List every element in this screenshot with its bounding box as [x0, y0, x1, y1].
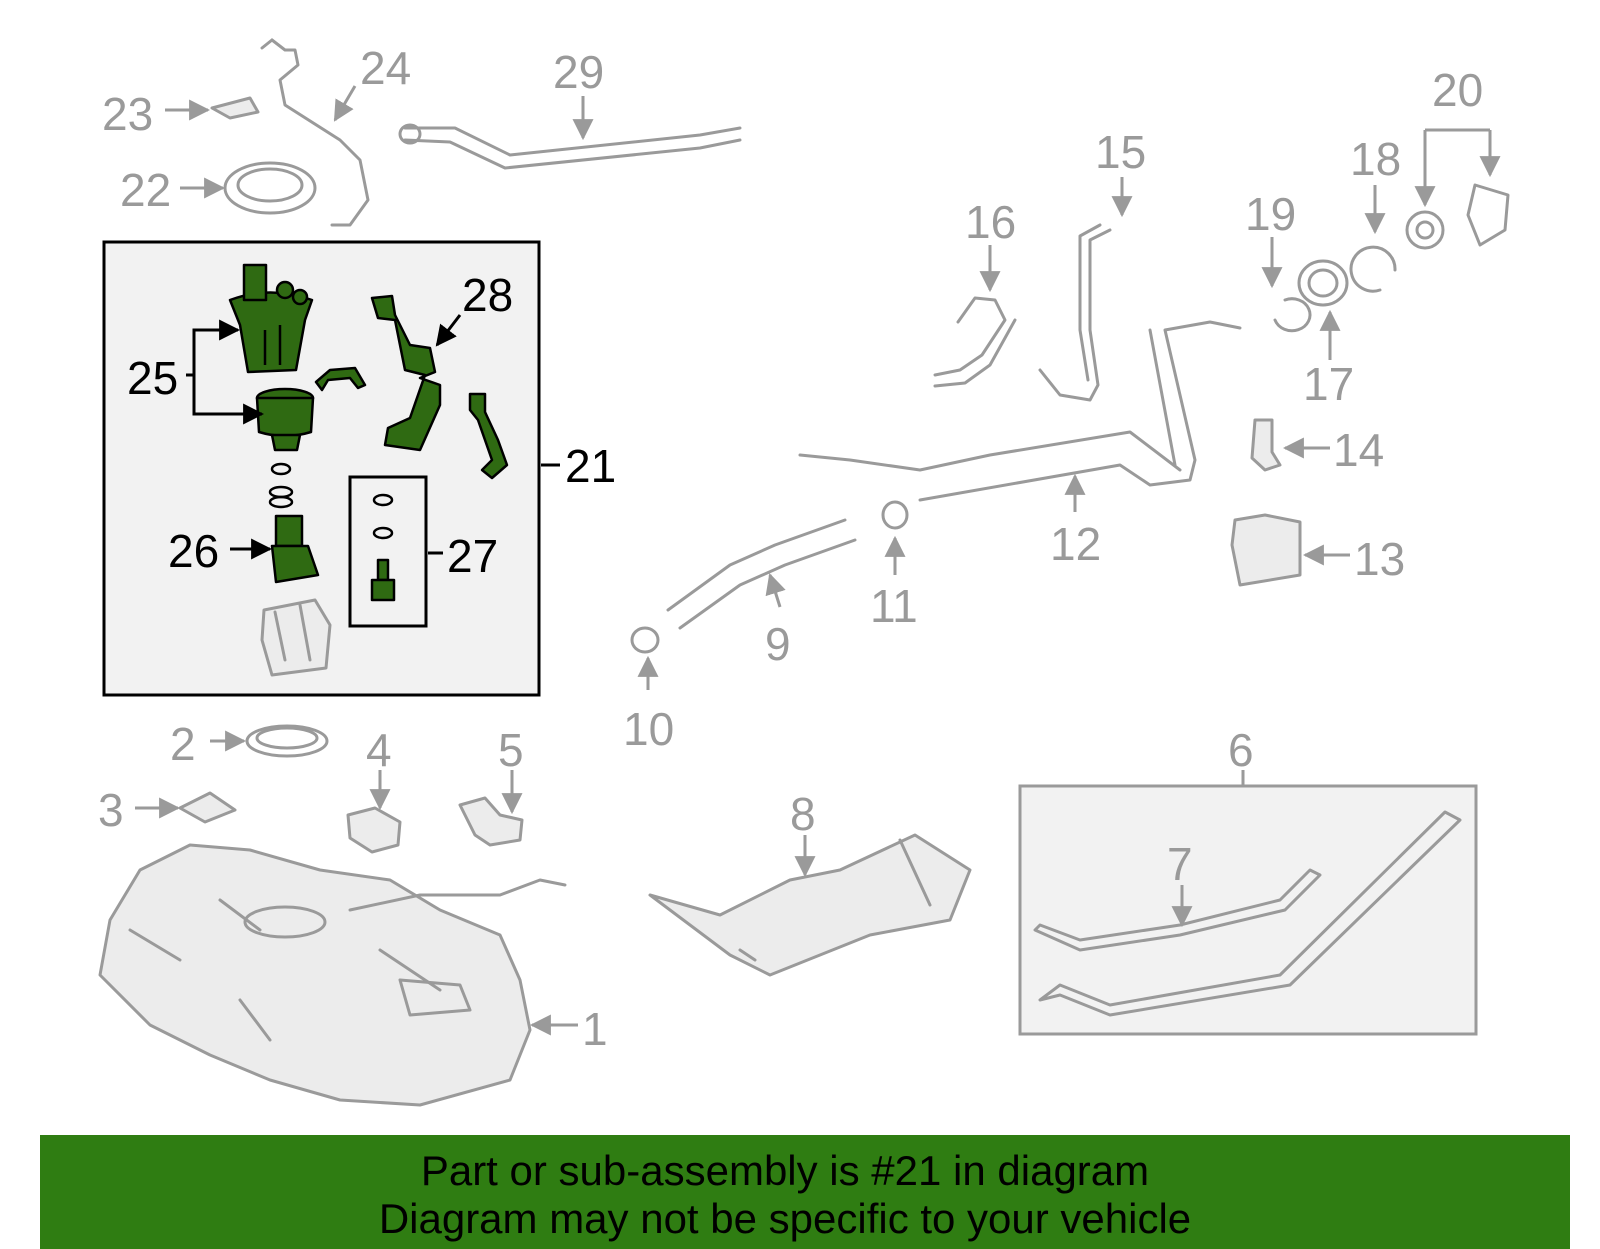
callout-9: 9 [765, 618, 791, 670]
callout-10: 10 [623, 703, 674, 755]
bracket-13 [1230, 513, 1302, 587]
fuel-pump-housing [228, 263, 314, 374]
callout-20: 20 [1432, 64, 1483, 116]
callout-23: 23 [102, 88, 153, 140]
callout-6: 6 [1228, 724, 1254, 776]
callout-12: 12 [1050, 518, 1101, 570]
callout-2: 2 [170, 718, 196, 770]
fuel-tank-1 [98, 843, 567, 1107]
callout-13: 13 [1354, 533, 1405, 585]
heat-shield-8 [648, 833, 972, 977]
filler-pipe-12 [798, 320, 1242, 502]
callout-5: 5 [498, 724, 524, 776]
callout-24: 24 [360, 42, 411, 94]
banner-line-2: Diagram may not be specific to your vehi… [378, 1195, 1192, 1242]
valve-14 [1250, 418, 1282, 472]
pad-3 [178, 791, 237, 824]
regulator-kit-27 [370, 493, 396, 602]
callout-9-leader [765, 572, 786, 608]
callout-28: 28 [462, 269, 513, 321]
clip-23 [210, 96, 260, 120]
fuel-pump-26 [270, 514, 320, 584]
strainer-basket [260, 598, 332, 677]
callout-26: 26 [168, 525, 219, 577]
fuel-filter [255, 387, 315, 452]
callout-29: 29 [553, 46, 604, 98]
callout-21: 21 [565, 440, 616, 492]
callout-25: 25 [127, 352, 178, 404]
connector-5 [458, 796, 524, 847]
wire-harness [468, 392, 509, 480]
retainer-ring-22 [223, 161, 317, 215]
clamp-19 [1273, 297, 1312, 333]
callout-19: 19 [1245, 188, 1296, 240]
callout-22: 22 [120, 164, 171, 216]
clamp-10 [630, 626, 660, 654]
strap-box-6 [1018, 784, 1478, 1036]
fuel-line-24 [260, 38, 370, 227]
callout-8: 8 [790, 788, 816, 840]
hose-15 [1038, 223, 1112, 402]
callout-18: 18 [1350, 133, 1401, 185]
vent-hose-29 [398, 123, 742, 170]
callout-1: 1 [582, 1003, 608, 1055]
connector-4 [346, 806, 402, 854]
callout-4: 4 [366, 724, 392, 776]
callout-28-leader [435, 314, 462, 347]
bracket-clip [314, 366, 367, 392]
callout-24-leader [333, 85, 357, 122]
callout-7: 7 [1167, 838, 1193, 890]
callout-27: 27 [447, 530, 498, 582]
gasket-17 [1297, 259, 1349, 307]
ring-18 [1349, 245, 1397, 293]
clamp-11 [881, 500, 909, 530]
breather-hose-16 [933, 296, 1017, 388]
sender-gauge-28 [370, 294, 442, 452]
gasket-2 [245, 724, 329, 758]
fuel-cap-20 [1405, 183, 1510, 250]
callout-16: 16 [965, 196, 1016, 248]
callout-25-leader [186, 319, 265, 425]
callout-15: 15 [1095, 126, 1146, 178]
callout-20-leader [1414, 128, 1501, 208]
callout-14: 14 [1333, 424, 1384, 476]
o-rings [268, 462, 294, 509]
callout-11: 11 [870, 580, 918, 632]
info-banner: Part or sub-assembly is #21 in diagram D… [40, 1135, 1570, 1249]
callout-3: 3 [98, 784, 124, 836]
hose-9 [666, 518, 857, 630]
callout-17: 17 [1303, 358, 1354, 410]
banner-line-1: Part or sub-assembly is #21 in diagram [420, 1147, 1150, 1194]
